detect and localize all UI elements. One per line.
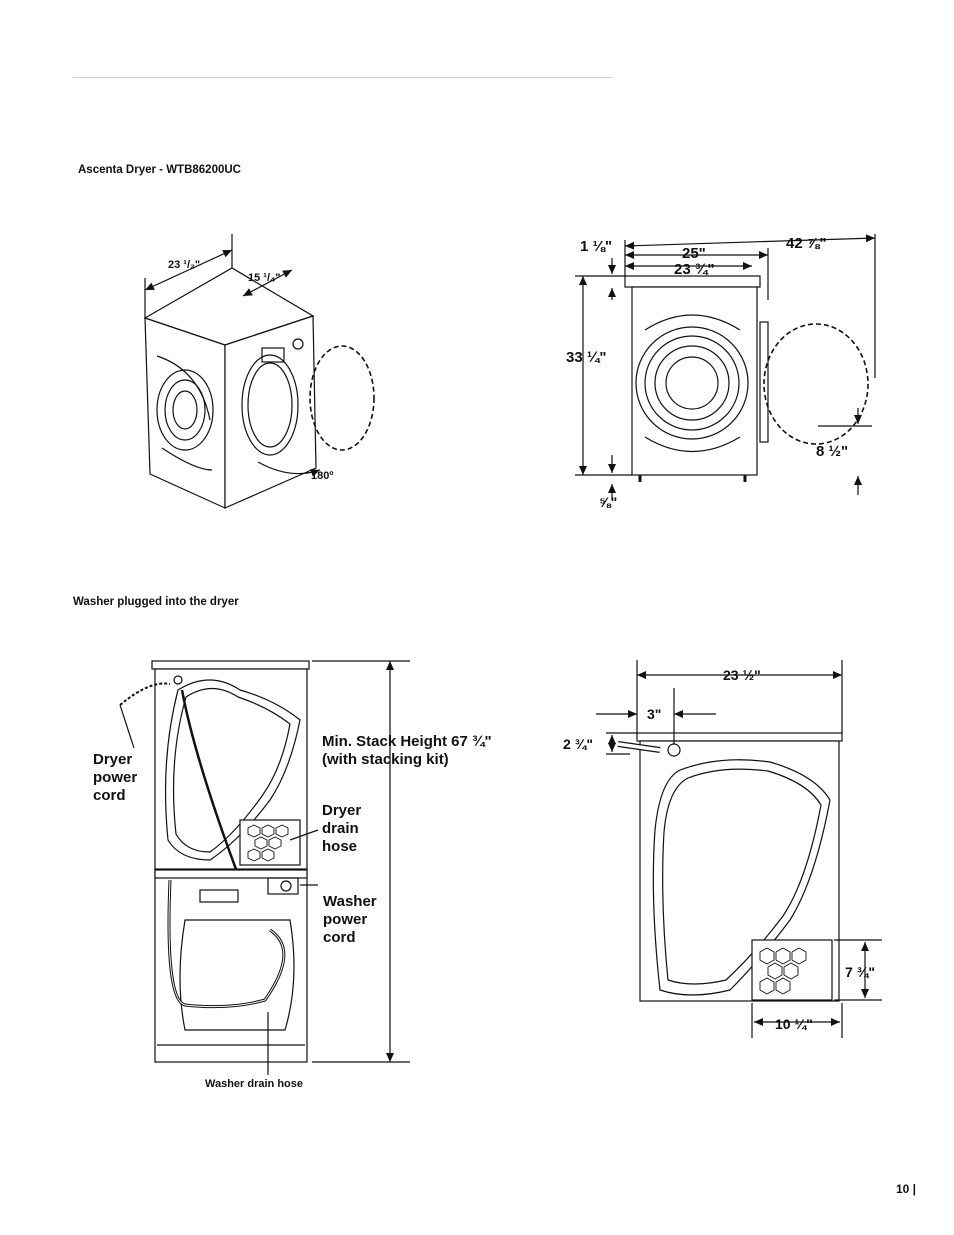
page-number: 10 | — [895, 1182, 916, 1196]
section-caption: Ascenta Dryer - WTB86200UC — [78, 164, 241, 176]
hose-offset-dimension: 3" — [647, 706, 662, 722]
washer-power-cord-label: Washer power cord — [323, 893, 377, 946]
stack-height-label: Min. Stack Height 67 ¾" (with stacking k… — [322, 733, 492, 768]
dryer-isometric-figure — [143, 234, 375, 509]
door-depth-dimension-label: 15 ¹/₄" — [248, 272, 281, 284]
rear-width-dimension: 23 ½" — [723, 667, 761, 683]
dryer-rear-figure — [596, 660, 882, 1038]
depth-dimension-label: 23 ¹/₂" — [168, 259, 201, 271]
washer-drain-hose-label: Washer drain hose — [205, 1078, 304, 1090]
dryer-front-figure — [575, 234, 876, 500]
header-rule — [73, 77, 613, 78]
top-offset-dimension: 1 ⅛" — [580, 238, 613, 255]
door-swing-label: 180º — [311, 470, 334, 482]
hose-height-dimension: 2 ¾" — [563, 736, 593, 752]
width-25-dimension: 25" — [682, 245, 706, 262]
stacked-units-figure — [119, 660, 410, 1075]
dryer-drain-hose-label: Dryer drain hose — [322, 802, 362, 855]
open-width-dimension: 42 ⅞" — [786, 235, 827, 252]
stack-section-caption: Washer plugged into the dryer — [73, 596, 239, 608]
door-bottom-dimension: 8 ½" — [816, 443, 849, 460]
width-23-dimension: 23 ¾" — [674, 261, 715, 278]
dryer-power-cord-label: Dryer power cord — [93, 751, 138, 804]
vent-height-dimension: 7 ¾" — [845, 964, 875, 980]
height-dimension: 33 ¼" — [566, 349, 607, 366]
vent-width-dimension: 10 ¼" — [775, 1016, 813, 1032]
feet-dimension: ⅝" — [599, 494, 618, 510]
